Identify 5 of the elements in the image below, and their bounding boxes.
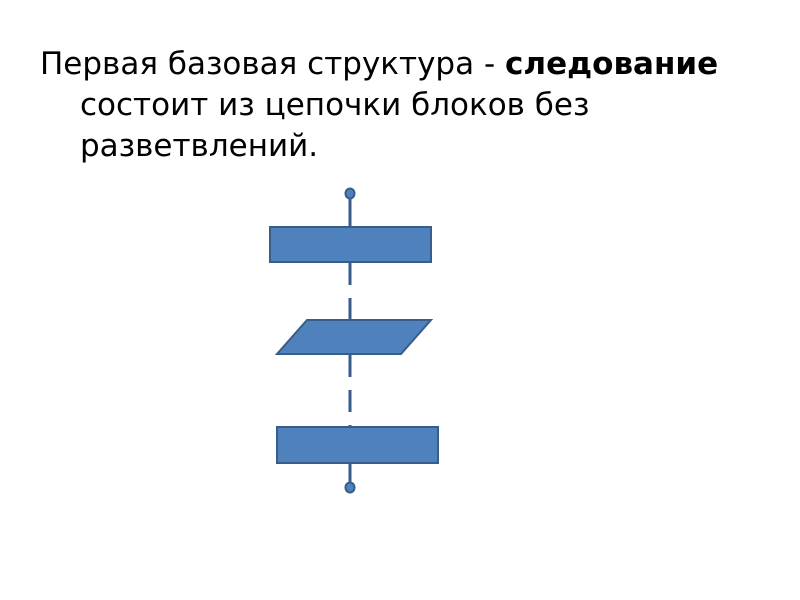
connector-line xyxy=(348,263,352,319)
connector-line xyxy=(348,464,352,482)
connector-line xyxy=(348,199,352,226)
connector-line xyxy=(348,355,352,426)
title: Первая базовая структура - следование состоит из цепочки блоков без разветвлений. xyxy=(40,45,720,166)
